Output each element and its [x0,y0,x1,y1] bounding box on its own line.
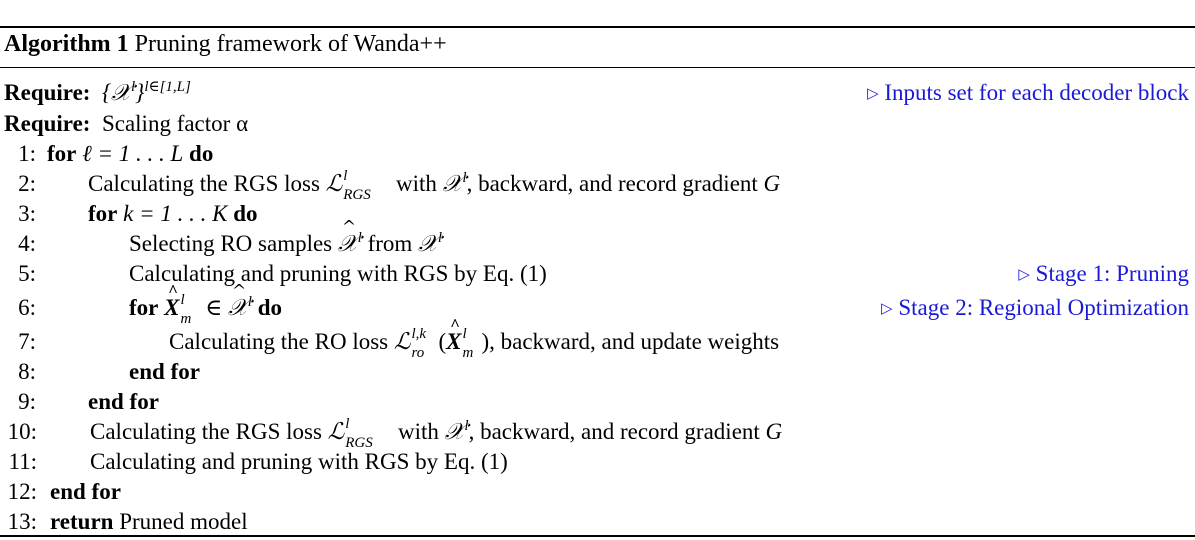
triangle-right-icon: ▷ [1018,267,1030,283]
algorithm-name: Pruning framework of Wanda++ [134,31,447,57]
require-keyword: Require: [4,80,91,105]
line-number: 1: [18,141,36,166]
line-number: 12: [7,479,37,504]
top-rule [0,26,1195,28]
comment-stage-1: ▷ Stage 1: Pruning [1018,261,1189,286]
line-number: 13: [7,509,37,534]
algorithm-line-8: 8: end for [0,359,1195,389]
line-number: 5: [18,261,36,286]
algorithm-title: Algorithm 1 Pruning framework of Wanda++ [4,31,447,58]
require-keyword: Require: [4,111,91,136]
algorithm-line-1: 1: for ℓ = 1 . . . L do [0,141,1195,171]
algorithm-line-4: 4: Selecting RO samples 𝒳l from 𝒳l [0,217,1195,261]
line-number: 2: [18,171,36,196]
comment-inputs: ▷ Inputs set for each decoder block [867,80,1189,105]
algorithm-line-5: 5: Calculating and pruning with RGS by E… [0,261,1195,291]
require-line-1: Require: {𝒳l}l∈[1,L] ▷ Inputs set for ea… [0,80,1195,110]
comment-stage-2: ▷ Stage 2: Regional Optimization [881,295,1189,320]
triangle-right-icon: ▷ [881,301,893,317]
line-number: 8: [18,359,36,384]
title-rule [0,67,1195,68]
algorithm-line-7: 7: Calculating the RO loss ℒl,kro(Xlm), … [0,315,1195,361]
bottom-rule [0,535,1195,537]
require-scaling-factor: Scaling factor α [101,111,249,136]
algorithm-line-12: 12: end for [0,479,1195,509]
triangle-right-icon: ▷ [867,86,879,102]
line-number: 11: [8,449,37,474]
line-number: 6: [18,295,36,320]
require-line-2: Require: Scaling factor α [0,111,1195,141]
algorithm-line-9: 9: end for [0,389,1195,419]
algorithm-line-13: 13: return Pruned model [0,509,1195,539]
algorithm-line-3: 3: for k = 1 . . . K do [0,201,1195,231]
line-number: 7: [18,329,36,354]
line-number: 10: [7,419,37,444]
algorithm-line-6: 6: for Xlm ∈ 𝒳l do ▷ Stage 2: Regional O… [0,281,1195,327]
require-input-set: {𝒳l}l∈[1,L] [101,79,191,107]
algorithm-label: Algorithm 1 [4,31,129,57]
algorithm-line-11: 11: Calculating and pruning with RGS by … [0,449,1195,479]
line-number: 3: [18,201,36,226]
line-number: 4: [18,231,36,256]
line-number: 9: [18,389,36,414]
